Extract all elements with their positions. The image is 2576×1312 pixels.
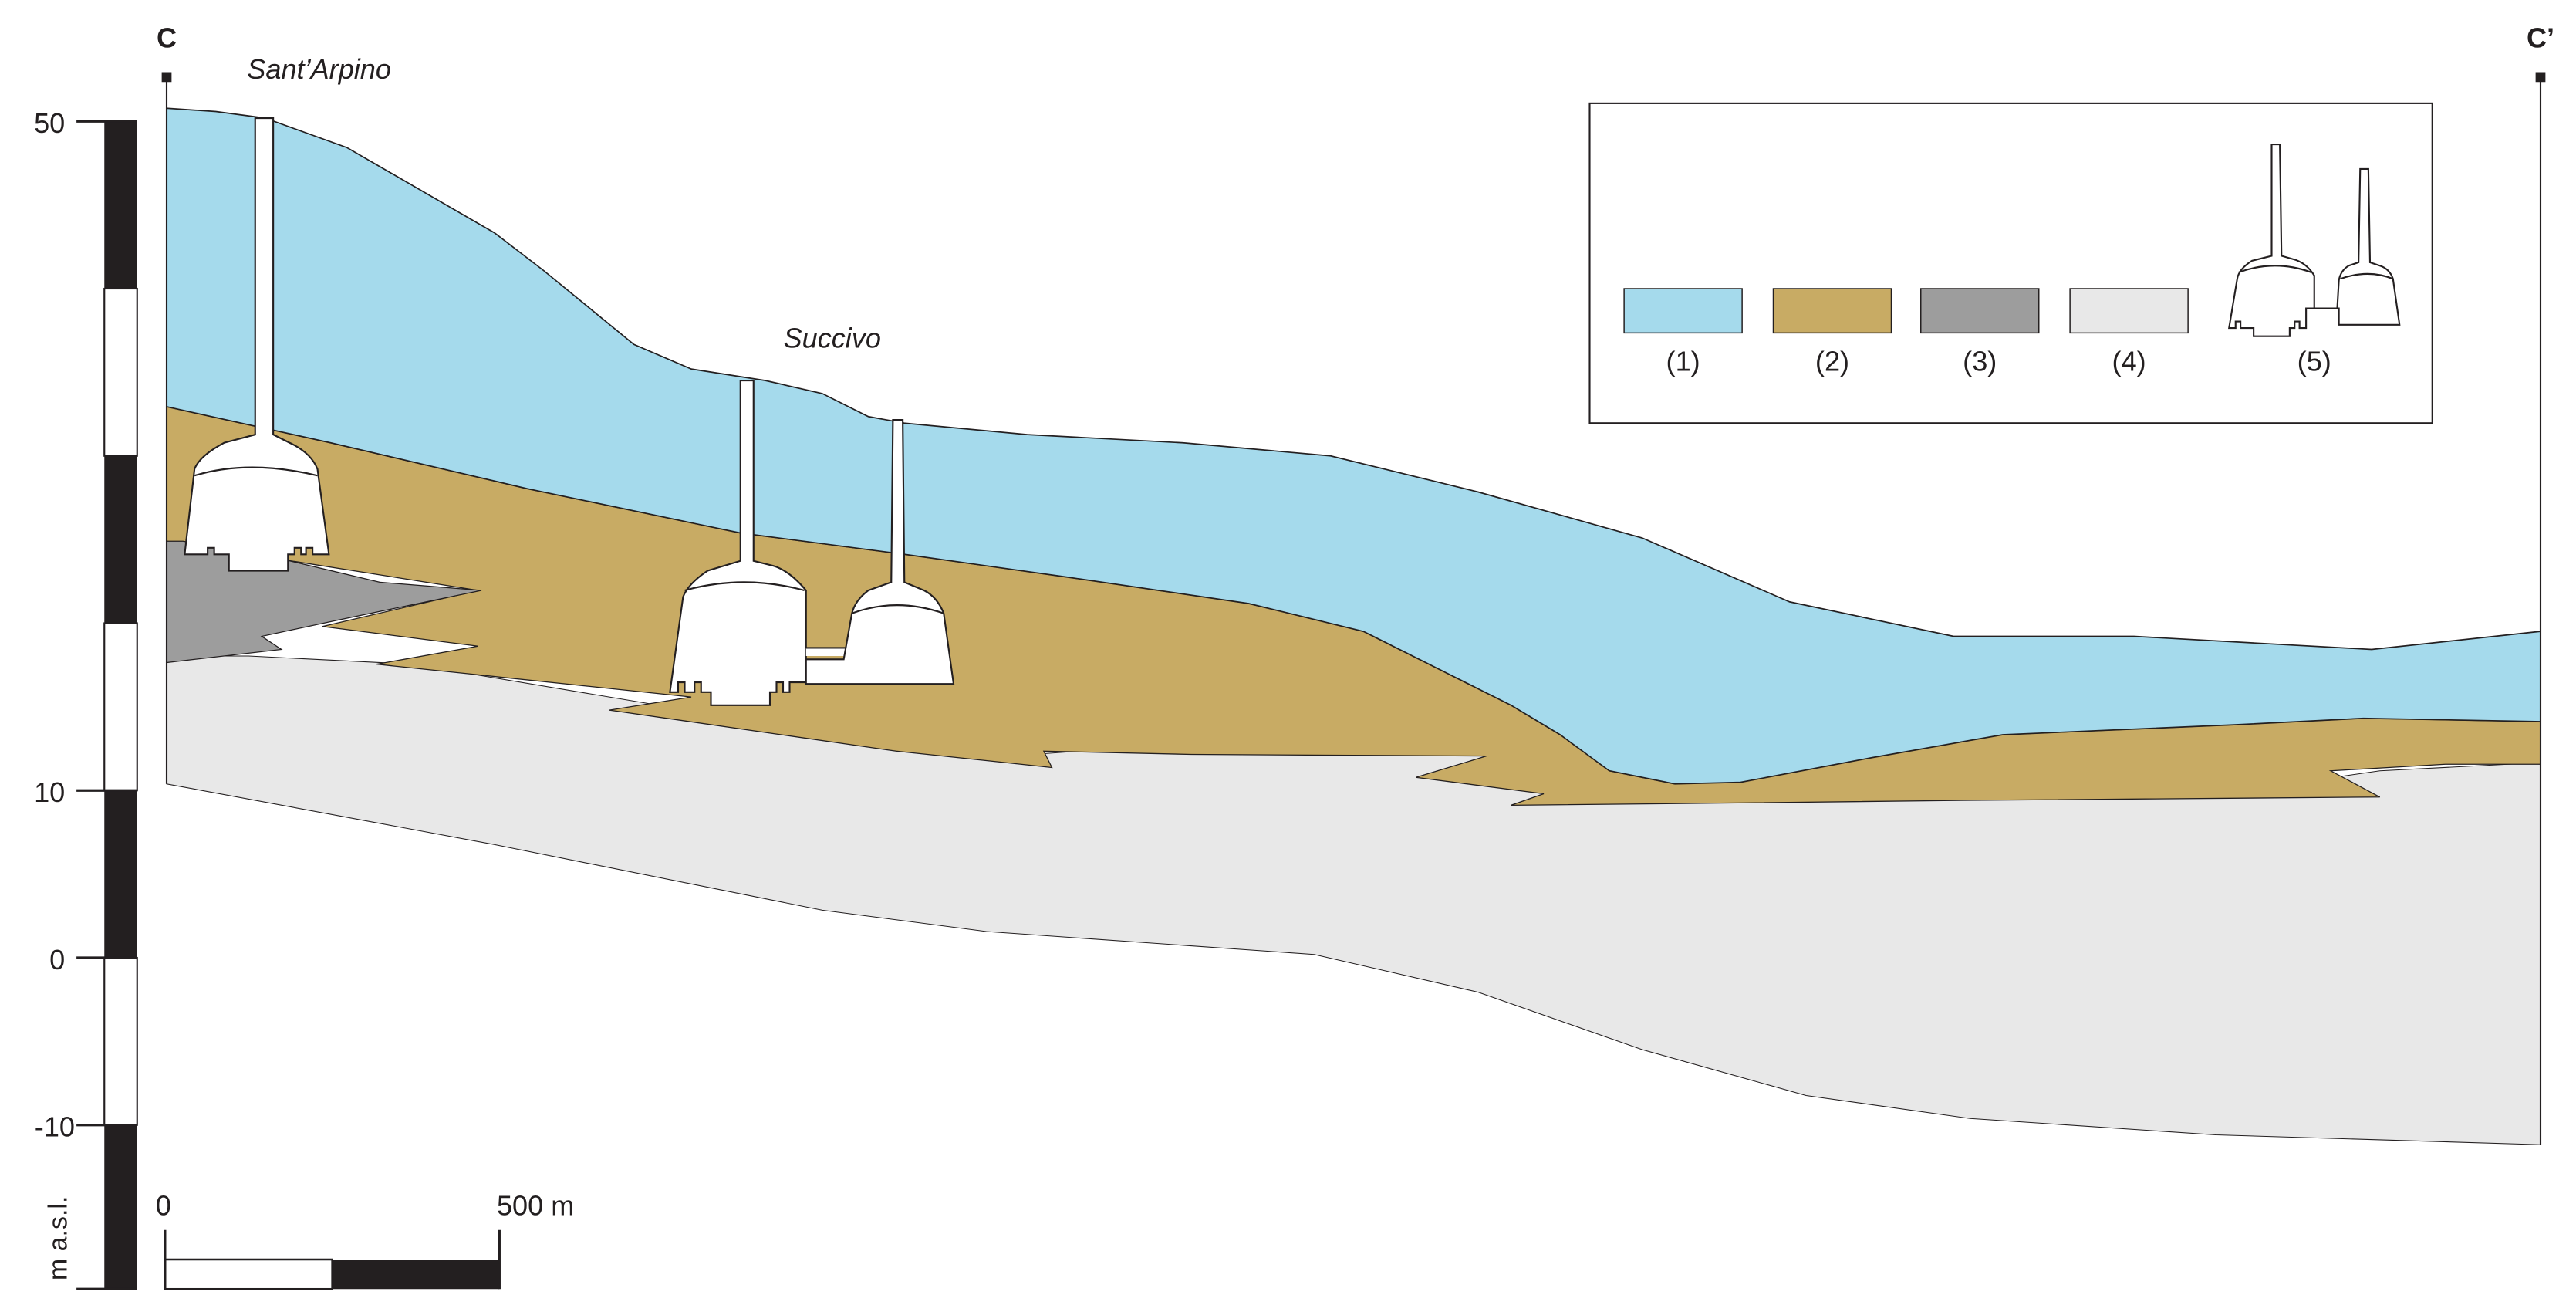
cavity-shaft-icon xyxy=(184,117,330,572)
section-start-label: C xyxy=(157,22,177,54)
legend-swatch-1 xyxy=(1623,288,1743,334)
elevation-tick-label: -10 xyxy=(35,1111,75,1143)
elevation-tick-label: 0 xyxy=(49,944,65,976)
cavity-shaft-icon xyxy=(669,379,856,706)
distance-end-label: 500 m xyxy=(497,1190,574,1222)
place-label-succivo: Succivo xyxy=(784,323,881,354)
legend-swatch-2 xyxy=(1772,288,1892,334)
legend-cavity-icon xyxy=(2227,143,2401,337)
elevation-scale-bar xyxy=(76,120,138,1290)
legend-label-1: (1) xyxy=(1666,345,1700,377)
layer-1-area xyxy=(166,107,2541,785)
section-start-marker xyxy=(161,72,172,784)
legend-swatch-3 xyxy=(1920,288,2040,334)
cavity-shaft-icon xyxy=(805,418,955,685)
elevation-tick-label: 10 xyxy=(34,776,65,808)
distance-scale-bar xyxy=(164,1229,501,1290)
elevation-unit-label: m a.s.l. xyxy=(43,1196,73,1281)
legend-label-4: (4) xyxy=(2112,345,2146,377)
section-end-marker xyxy=(2535,72,2546,1145)
legend-label-3: (3) xyxy=(1963,345,1997,377)
legend-label-5: (5) xyxy=(2297,345,2331,377)
elevation-tick-label: 50 xyxy=(34,107,65,139)
legend-swatch-4 xyxy=(2069,288,2189,334)
legend-label-2: (2) xyxy=(1815,345,1849,377)
legend: (1) (2) (3) (4) (5) xyxy=(1588,102,2433,424)
section-end-label: C’ xyxy=(2527,22,2554,54)
place-label-sant-arpino: Sant’Arpino xyxy=(247,53,391,85)
distance-start-label: 0 xyxy=(156,1190,171,1222)
